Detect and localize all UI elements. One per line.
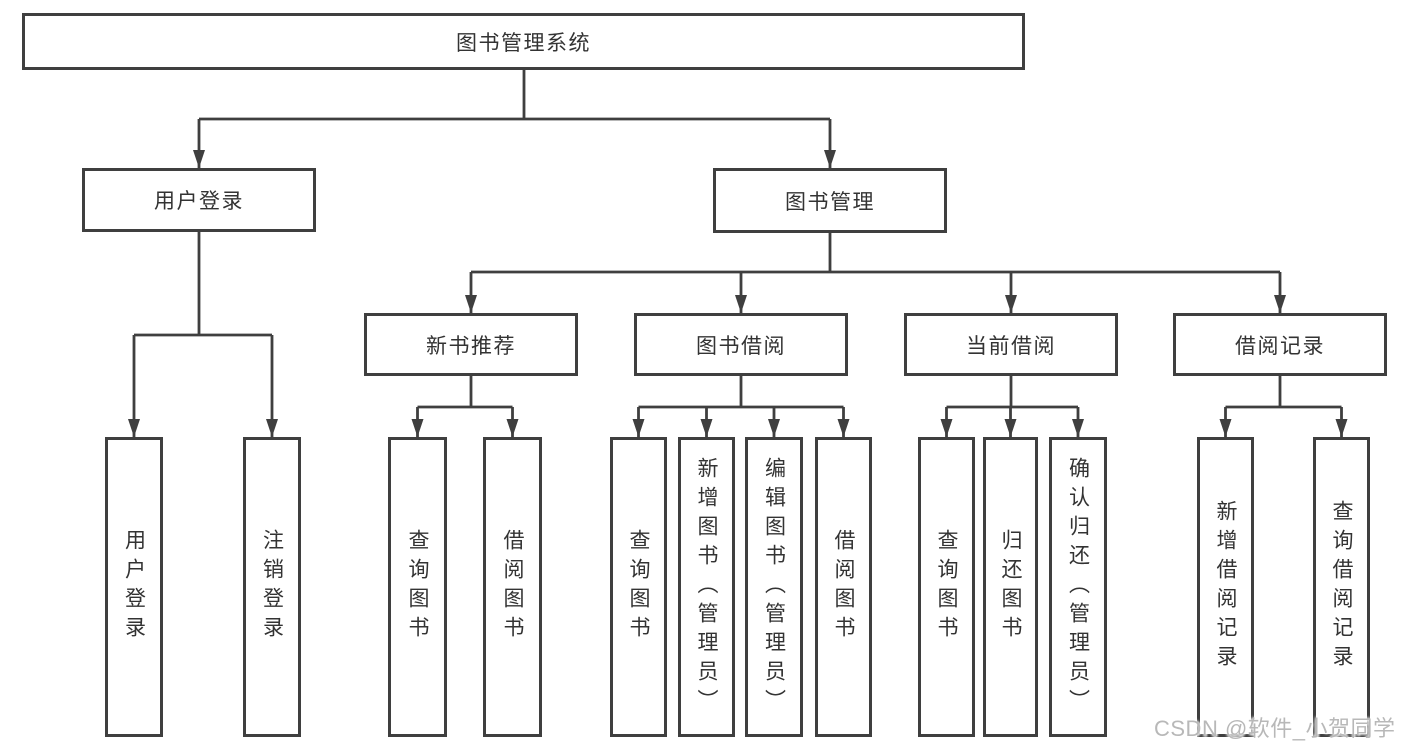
node-new-book-recommendation: 新书推荐 [364, 313, 578, 376]
node-leaf-logout: 注销登录 [243, 437, 301, 737]
node-leaf-query-books-borrowing: 查询图书 [610, 437, 667, 737]
node-leaf-query-borrow-record: 查询借阅记录 [1313, 437, 1370, 737]
node-user-login: 用户登录 [82, 168, 316, 232]
node-leaf-query-books-current: 查询图书 [918, 437, 975, 737]
node-leaf-edit-books-admin: 编辑图书（管理员） [745, 437, 803, 737]
node-leaf-return-books: 归还图书 [983, 437, 1038, 737]
node-leaf-add-books-admin: 新增图书（管理员） [678, 437, 735, 737]
node-current-borrowing: 当前借阅 [904, 313, 1118, 376]
node-book-borrowing: 图书借阅 [634, 313, 848, 376]
node-book-management: 图书管理 [713, 168, 947, 233]
node-library-management-system: 图书管理系统 [22, 13, 1025, 70]
node-leaf-confirm-return-admin: 确认归还（管理员） [1049, 437, 1107, 737]
node-leaf-borrow-books-recommend: 借阅图书 [483, 437, 542, 737]
node-borrowing-records: 借阅记录 [1173, 313, 1387, 376]
watermark: CSDN @软件_小贺同学 [1154, 716, 1396, 741]
node-leaf-user-login: 用户登录 [105, 437, 163, 737]
node-leaf-borrow-books-borrowing: 借阅图书 [815, 437, 872, 737]
node-leaf-query-books-recommend: 查询图书 [388, 437, 447, 737]
node-leaf-add-borrow-record: 新增借阅记录 [1197, 437, 1254, 737]
